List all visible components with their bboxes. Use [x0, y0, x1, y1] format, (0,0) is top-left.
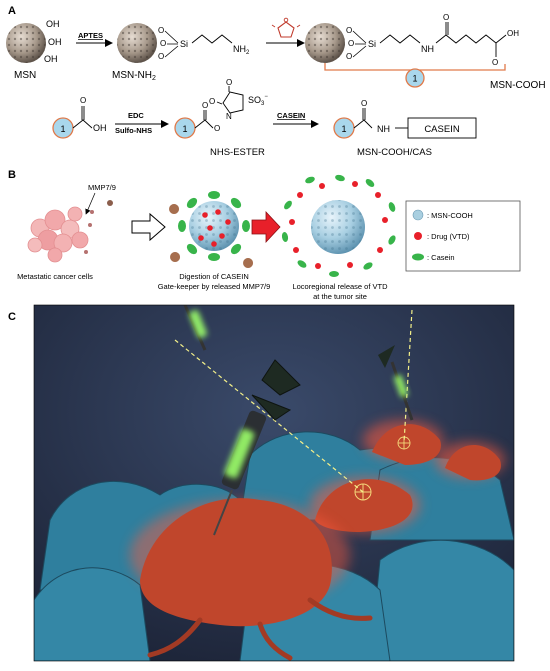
nhs-ester-caption: NHS-ESTER — [210, 147, 265, 158]
tumor-main — [140, 498, 332, 627]
dart-right — [378, 345, 414, 421]
casein-box-label: CASEIN — [424, 124, 460, 135]
msn-particle-3 — [305, 23, 345, 63]
msn-cooh-cas-caption: MSN-COOH/CAS — [357, 147, 432, 158]
dart-main — [213, 359, 301, 536]
legend: : MSN-COOH : Drug (VTD) : Casein — [405, 200, 521, 272]
o-label-10: O — [202, 101, 208, 110]
casein-box — [407, 117, 477, 139]
released-particle — [281, 174, 396, 277]
o-label-8: O — [492, 58, 498, 67]
msn-particle-1 — [6, 23, 46, 63]
red-arrow — [251, 210, 281, 244]
msn-particle-2 — [117, 23, 157, 63]
circle-num-1: 1 — [412, 74, 417, 84]
laser-line-2 — [403, 309, 413, 444]
digestion-caption-1: Digestion of CASEIN — [179, 272, 249, 281]
panel-c-label: C — [8, 311, 16, 323]
oh-label-5: OH — [93, 123, 107, 133]
panel-c: C — [8, 304, 515, 662]
legend-label-drug: : Drug (VTD) — [427, 232, 470, 241]
release-caption-2: at the tumor site — [313, 292, 367, 301]
o-label-9: O — [80, 96, 86, 105]
circle-num-3: 1 — [182, 124, 187, 134]
nh-label-2: NH — [377, 124, 390, 134]
so3-label: SO3− — [248, 94, 268, 107]
panel-c-frame — [33, 304, 515, 662]
o-label-13: O — [226, 78, 232, 87]
oh-label-2: OH — [48, 37, 62, 47]
circle-num-2: 1 — [60, 124, 65, 134]
legend-swatch-drug — [414, 232, 422, 240]
cancer-cells-caption: Metastatic cancer cells — [17, 272, 93, 281]
o-label-3: O — [158, 52, 164, 61]
panel-a-label: A — [8, 5, 16, 17]
legend-label-msn: : MSN-COOH — [427, 211, 473, 220]
si-label-1: Si — [180, 39, 188, 49]
hollow-arrow — [131, 212, 166, 242]
dart-top — [183, 305, 207, 351]
o-label-4: O — [346, 26, 352, 35]
panel-a: A OH OH OH MSN APTES O O O Si NH2 MSN-NH… — [6, 5, 546, 158]
aptes-label: APTES — [78, 31, 103, 40]
o-label-2: O — [160, 39, 166, 48]
msn-cooh-caption: MSN-COOH — [490, 80, 546, 91]
panel-b: B MMP7/9 Metastatic cancer cells — [8, 169, 521, 301]
edc-label: EDC — [128, 111, 144, 120]
panel-b-label: B — [8, 169, 16, 181]
msn-nh2-caption: MSN-NH2 — [112, 70, 156, 82]
mmp-label: MMP7/9 — [88, 183, 116, 192]
sulfo-nhs-label: Sulfo-NHS — [115, 126, 152, 135]
tumor-mid — [315, 479, 413, 532]
legend-swatch-msn — [412, 209, 424, 221]
substituent-circle-1 — [405, 68, 425, 88]
illustration — [34, 305, 514, 661]
mmp-enzyme-dot — [107, 200, 113, 206]
si-label-2: Si — [368, 39, 376, 49]
o-label-14: O — [361, 99, 367, 108]
o-label-7: O — [443, 13, 449, 22]
legend-label-casein: : Casein — [427, 253, 455, 262]
succinic-anhydride-icon — [271, 17, 301, 38]
nh2-label: NH2 — [233, 44, 250, 56]
o-label-5: O — [348, 39, 354, 48]
o-label-6: O — [346, 52, 352, 61]
casein-coated-particle — [169, 191, 254, 268]
laser-line-1 — [174, 339, 364, 493]
n-label: N — [226, 112, 232, 121]
nh-label-1: NH — [421, 44, 434, 54]
msn-caption: MSN — [14, 70, 36, 81]
legend-swatch-casein — [412, 253, 424, 261]
digestion-caption-2: Gate-keeper by released MMP7/9 — [158, 282, 271, 291]
o-label-11: O — [214, 124, 220, 133]
circle-num-4: 1 — [341, 124, 346, 134]
oh-label-1: OH — [46, 19, 60, 29]
tumor-back-1 — [372, 424, 441, 465]
casein-arrow-label: CASEIN — [277, 111, 305, 120]
oh-label-4: OH — [507, 29, 519, 38]
oh-label-3: OH — [44, 54, 58, 64]
legend-box — [405, 200, 521, 272]
o-label-12: O — [209, 97, 215, 106]
o-label-1: O — [158, 26, 164, 35]
cancer-cell-cluster — [27, 206, 94, 263]
tumor-back-2 — [445, 445, 501, 481]
release-caption-1: Locoregional release of VTD — [292, 282, 388, 291]
